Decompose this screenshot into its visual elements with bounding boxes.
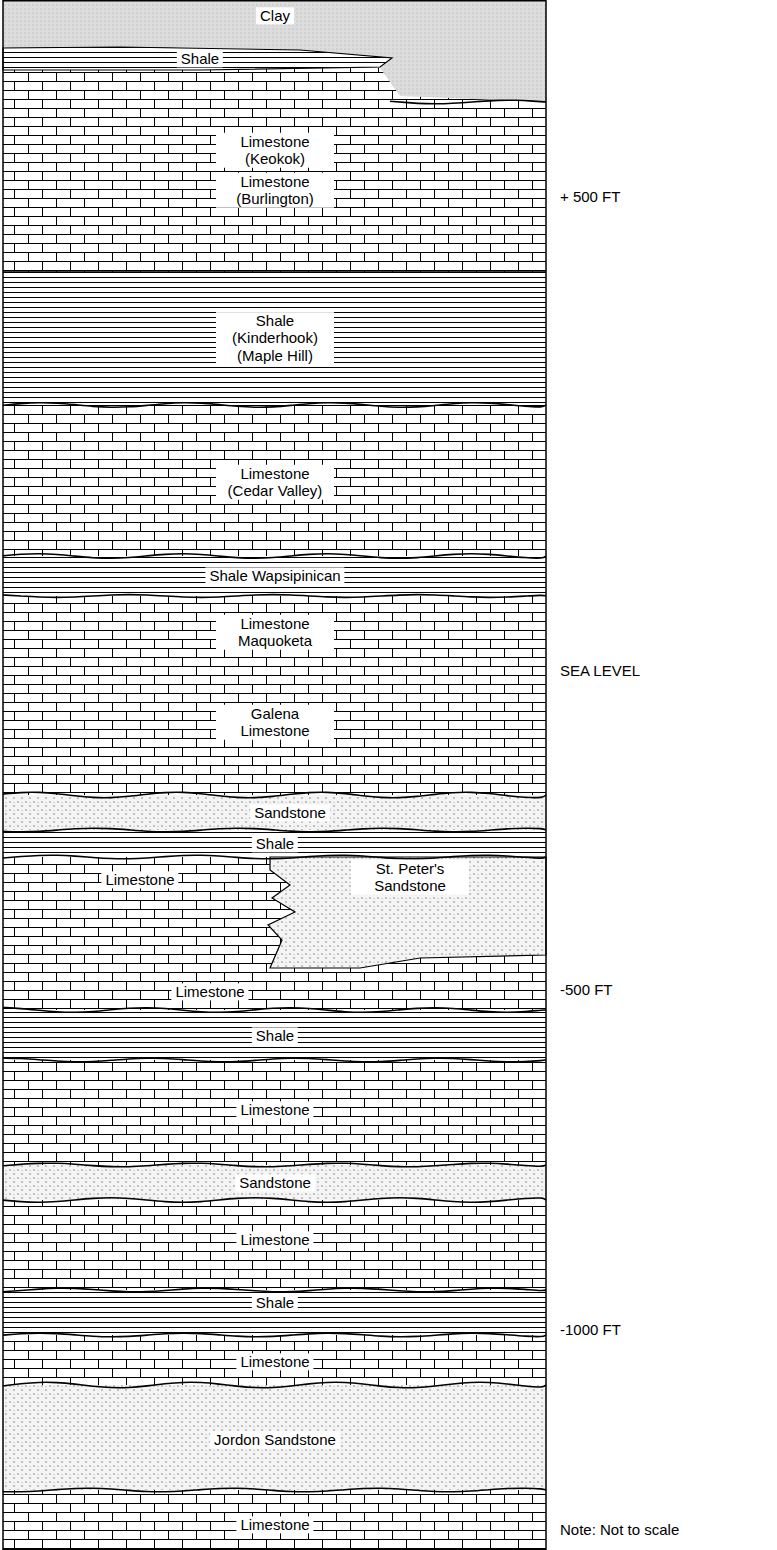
layer-name: Sandstone [235, 1174, 315, 1191]
rock-layer: Limestone [3, 1335, 546, 1385]
layer-boundaries [3, 100, 546, 1492]
layer-boundary [3, 1382, 546, 1387]
rock-layer: Shale [3, 47, 393, 71]
layer-name: Limestone Maquoketa [216, 615, 334, 650]
elevation-label: + 500 FT [560, 188, 620, 205]
layer-name: Shale Wapsipinican [205, 567, 344, 584]
layer-name: Galena Limestone [216, 705, 334, 740]
layer-boundary [3, 595, 546, 598]
layer-boundary [3, 1058, 546, 1062]
layer-name: Limestone [171, 983, 248, 1000]
layer-boundary [3, 1333, 546, 1337]
layer-name: Limestone [236, 1353, 313, 1370]
layer-boundary [3, 1488, 546, 1492]
layer-name: Limestone (Keokok) [216, 133, 334, 168]
layer-name: Limestone (Burlington) [216, 173, 334, 208]
layer-name: Limestone [236, 1516, 313, 1533]
layer-name: Limestone [236, 1101, 313, 1118]
rock-layer: Shale [3, 830, 546, 857]
layer-boundary [3, 554, 546, 559]
layer-name: Shale [252, 835, 298, 852]
layer-boundary [3, 1163, 546, 1167]
layer-name: Shale [252, 1294, 298, 1311]
layer-boundary [3, 1288, 546, 1292]
elevation-label: -1000 FT [560, 1321, 621, 1338]
rock-layer: Clay [3, 0, 546, 48]
rock-layer: Shale [3, 1010, 546, 1060]
layer-boundary [3, 271, 546, 273]
rock-layer: Limestone [3, 857, 270, 965]
layer-name: Limestone [236, 1231, 313, 1248]
rock-layer: Sandstone [3, 1165, 546, 1200]
layer-boundary [3, 1198, 546, 1203]
rock-layer: Limestone [3, 1490, 546, 1550]
rock-bands [3, 0, 546, 1550]
layer-name: Shale [252, 1027, 298, 1044]
rock-layer: Limestone (Cedar Valley) [3, 405, 546, 556]
rock-layer: Limestone [3, 1060, 546, 1165]
elevation-label: -500 FT [560, 981, 613, 998]
rock-layer: Shale Wapsipinican [3, 556, 546, 596]
rock-layer: St. Peter's Sandstone [270, 857, 546, 957]
rock-layer: Limestone MaquoketaGalena Limestone [3, 596, 546, 795]
layer-boundary [3, 855, 546, 859]
elevation-label: SEA LEVEL [560, 662, 640, 679]
layer-name: Shale [177, 50, 223, 67]
rock-layer: Jordon Sandstone [3, 1385, 546, 1490]
rock-layer: Shale (Kinderhook) (Maple Hill) [3, 272, 546, 405]
layer-name: Sandstone [250, 804, 330, 821]
layer-boundary [390, 100, 546, 104]
layer-name: Limestone (Cedar Valley) [216, 465, 334, 500]
layer-name: Shale (Kinderhook) (Maple Hill) [216, 312, 334, 364]
rock-layer: Limestone (Keokok) Limestone (Burlington) [3, 96, 546, 272]
layer-boundary [3, 403, 546, 408]
layer-boundary [3, 828, 546, 832]
note: Note: Not to scale [560, 1521, 679, 1538]
layer-boundary [3, 792, 546, 797]
rock-layer: Shale [3, 1290, 546, 1335]
layer-name: Clay [256, 7, 294, 24]
layer-name: St. Peter's Sandstone [351, 860, 469, 895]
rock-layer: Limestone [3, 968, 546, 1010]
layer-boundary [3, 1008, 546, 1013]
layer-name: Limestone [101, 871, 178, 888]
layer-name: Jordon Sandstone [210, 1431, 340, 1448]
rock-layer: Limestone [3, 1200, 546, 1290]
column-border [3, 1, 546, 1550]
rock-layer: Sandstone [3, 795, 546, 830]
